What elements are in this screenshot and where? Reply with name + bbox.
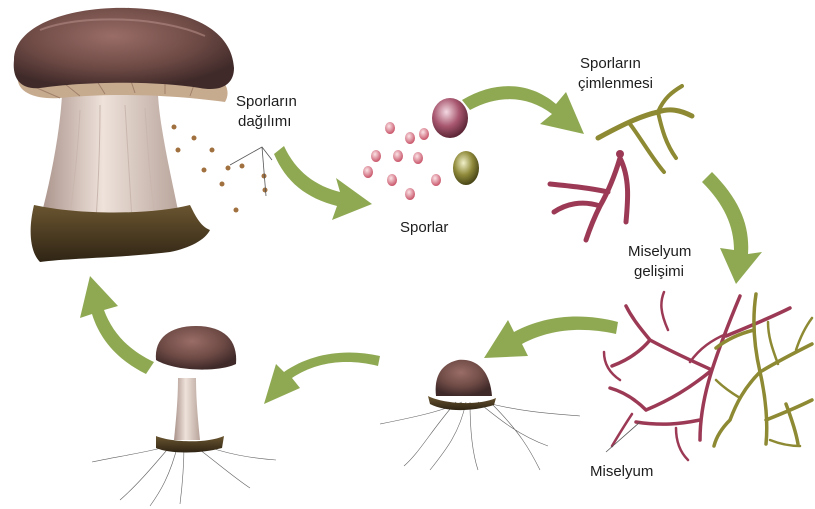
large-spore-olive [453, 151, 479, 185]
label-spores: Sporlar [400, 218, 448, 237]
young-mushroom-primordium [380, 360, 580, 470]
mature-mushroom [14, 8, 234, 262]
label-mycelium: Miselyum [590, 462, 653, 481]
label-mycelium-dev-line1: Miselyum [628, 242, 691, 261]
mycelium-network [604, 292, 812, 460]
arrow-spores-to-germination [462, 86, 584, 134]
label-spore-dispersal-line2: dağılımı [238, 112, 291, 131]
arrow-primordium-to-young [264, 353, 380, 404]
label-spore-dispersal-line1: Sporların [236, 92, 297, 111]
label-mycelium-dev-line2: gelişimi [634, 262, 684, 281]
arrow-germination-to-mycelium [702, 172, 762, 284]
arrow-young-to-mature [80, 276, 154, 374]
label-germination-line1: Sporların [580, 54, 641, 73]
dispersal-leader-line [230, 147, 272, 165]
arrow-dispersal-to-spores [274, 146, 372, 220]
label-germination-line2: çimlenmesi [578, 74, 653, 93]
dispersing-spores [172, 125, 268, 213]
arrow-mycelium-to-primordium [484, 317, 618, 358]
spores-cluster [363, 98, 479, 200]
large-spore-red [432, 98, 468, 138]
